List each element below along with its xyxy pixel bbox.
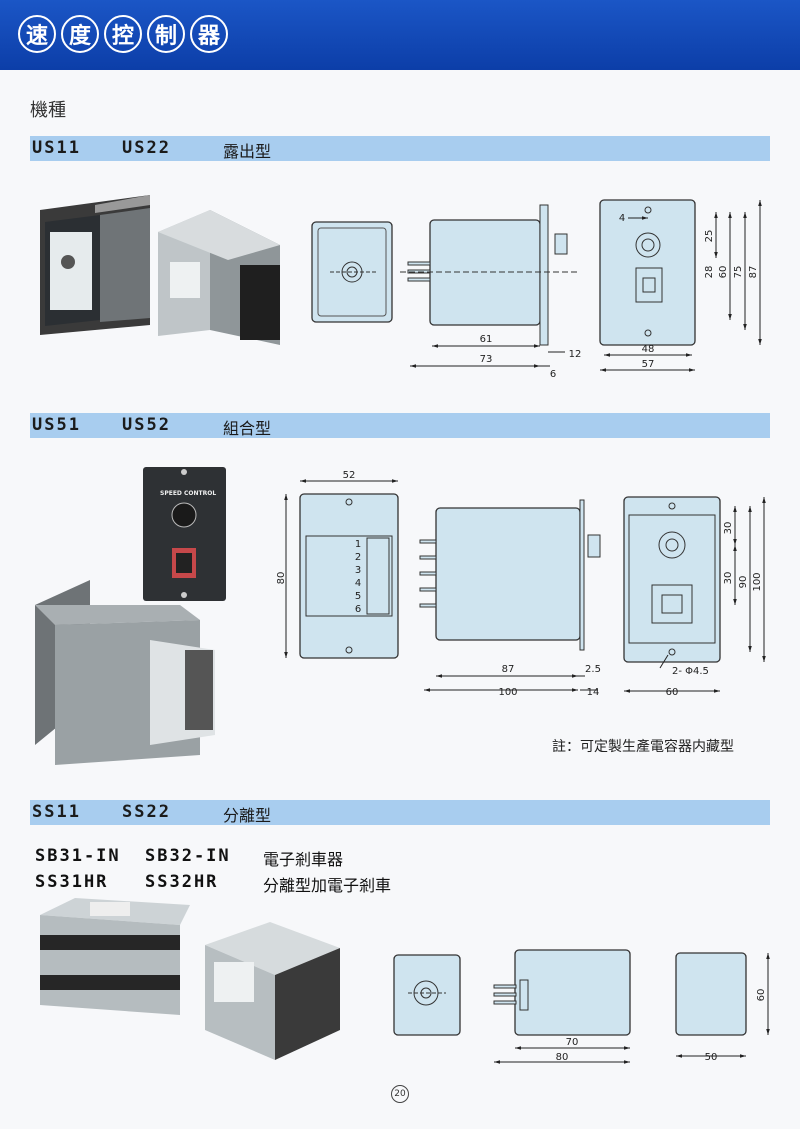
top-banner: 速 度 控 制 器 — [0, 0, 800, 70]
terminal-label: 1 — [355, 539, 361, 550]
drawing-ss11 — [393, 949, 770, 1064]
photo-ss11-a — [40, 898, 190, 1015]
sub-model: SS32HR — [145, 872, 219, 892]
terminal-label: 5 — [355, 591, 361, 602]
title-char: 器 — [190, 15, 228, 53]
sub-model: SB32-IN — [145, 846, 231, 866]
sub-model: SS31HR — [35, 872, 109, 892]
section-type: 露出型 — [223, 142, 272, 161]
section-type: 組合型 — [223, 419, 272, 438]
model-label: SS11 — [32, 802, 81, 822]
dim-label: 14 — [587, 687, 600, 698]
model-label: US22 — [122, 138, 171, 158]
hole-label: 2- Φ4.5 — [672, 666, 709, 677]
dim-label: 30 — [723, 572, 734, 585]
model-label: US11 — [32, 138, 81, 158]
dim-label: 61 — [480, 334, 493, 345]
dim-label: 75 — [733, 266, 744, 279]
dim-label: 30 — [723, 522, 734, 535]
dim-label: 25 — [704, 230, 715, 243]
title-char: 控 — [104, 15, 142, 53]
photo-us11-front — [40, 195, 150, 335]
section-type: 分離型 — [223, 806, 272, 825]
dim-label: 52 — [343, 470, 356, 481]
page-number: 20 — [391, 1085, 409, 1103]
banner-title: 速 度 控 制 器 — [18, 15, 228, 53]
photo-label: SPEED CONTROL — [160, 490, 217, 497]
section-band-separate: SS11 SS22 分離型 — [30, 800, 770, 825]
dim-label: 48 — [642, 344, 655, 355]
terminal-label: 6 — [355, 604, 361, 615]
dim-label: 2.5 — [585, 664, 601, 675]
dim-label: 80 — [276, 572, 287, 585]
section-band-combined: US51 US52 組合型 — [30, 413, 770, 438]
section-band-exposed: US11 US22 露出型 — [30, 136, 770, 161]
model-label: US52 — [122, 415, 171, 435]
photo-ss11-b — [205, 922, 340, 1060]
dim-label: 6 — [550, 369, 556, 380]
dim-label: 87 — [748, 266, 759, 279]
dim-label: 80 — [556, 1052, 569, 1063]
sub-model-desc: 分離型加電子剎車 — [263, 876, 392, 895]
title-char: 速 — [18, 15, 56, 53]
dim-label: 50 — [705, 1052, 718, 1063]
dim-label: 90 — [738, 576, 749, 589]
dim-label: 70 — [566, 1037, 579, 1048]
drawing-us11 — [311, 199, 762, 372]
terminal-label: 3 — [355, 565, 361, 576]
dim-label: 100 — [752, 572, 763, 591]
page-heading: 機種 — [30, 100, 66, 121]
dim-label: 60 — [718, 266, 729, 279]
dim-label: 100 — [498, 687, 517, 698]
model-label: SS22 — [122, 802, 171, 822]
drawing-us51 — [284, 479, 766, 693]
title-char: 度 — [61, 15, 99, 53]
dim-label: 12 — [569, 349, 582, 360]
dim-label: 4 — [619, 213, 625, 224]
dim-label: 87 — [502, 664, 515, 675]
dim-label: 60 — [756, 989, 767, 1002]
photo-us51-panel — [143, 467, 226, 601]
dim-label: 28 — [704, 266, 715, 279]
sub-model: SB31-IN — [35, 846, 121, 866]
model-label: US51 — [32, 415, 81, 435]
title-char: 制 — [147, 15, 185, 53]
terminal-label: 2 — [355, 552, 361, 563]
dim-label: 73 — [480, 354, 493, 365]
terminal-label: 4 — [355, 578, 361, 589]
dim-label: 57 — [642, 359, 655, 370]
sub-model-desc: 電子剎車器 — [263, 850, 344, 869]
photo-us11-side — [158, 210, 280, 345]
note-text: 註：可定製生產電容器内藏型 — [552, 739, 734, 755]
photo-us51-motor — [35, 580, 215, 765]
dim-label: 60 — [666, 687, 679, 698]
